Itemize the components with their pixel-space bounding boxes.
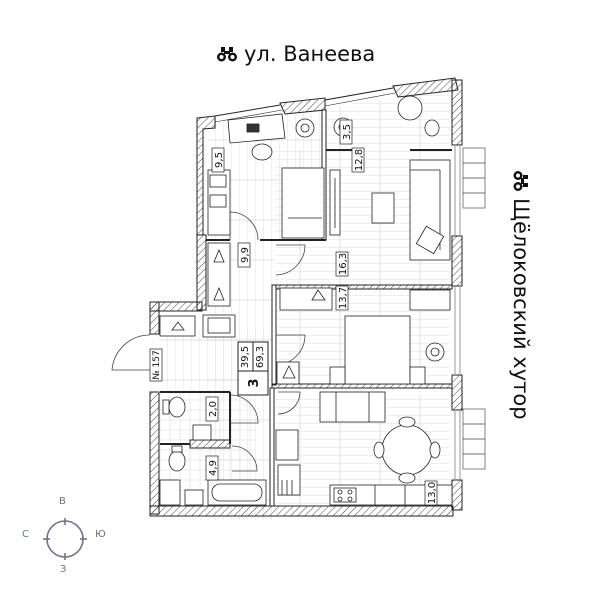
- door-arcs: [111, 211, 306, 472]
- area-kitchen: 13,0: [427, 482, 438, 504]
- area-balcony: 3,5: [342, 124, 353, 140]
- compass-right: Ю: [95, 529, 106, 540]
- area-study: 9,5: [214, 152, 225, 168]
- area-wc: 2,0: [208, 401, 219, 417]
- compass-top: В: [59, 496, 66, 507]
- area-bathroom: 4,9: [208, 460, 219, 476]
- area-living-room: 16,3: [338, 253, 349, 275]
- room-area-labels: 9,5 3,5 12,8 9,9 16,3 13,7 2,0 4,9: [205, 119, 438, 506]
- area-bedroom: 13,7: [338, 287, 349, 309]
- area-living-nook: 12,8: [354, 149, 365, 171]
- street-label-right: Щёлоковский хутор: [503, 170, 533, 430]
- street-name-top: ул. Ванеева: [244, 42, 376, 66]
- furniture: [159, 95, 453, 506]
- svg-text:№ 157: № 157: [152, 350, 162, 379]
- living-area: 39,5: [240, 346, 251, 368]
- compass: В Ю З С: [20, 492, 130, 592]
- total-area: 69,3: [255, 346, 266, 368]
- apartment-info-box: 39,5 69,3 3: [237, 341, 269, 396]
- compass-ring-icon: [43, 518, 87, 560]
- room-count: 3: [247, 378, 262, 387]
- street-label-top: ул. Ванеева: [216, 42, 375, 66]
- outer-walls: [149, 77, 486, 517]
- compass-left: С: [22, 529, 29, 540]
- area-corridor: 9,9: [240, 247, 251, 263]
- binoculars-icon: [217, 47, 237, 62]
- binoculars-icon: [513, 171, 528, 191]
- compass-bottom: З: [60, 564, 67, 575]
- apartment-number: № 157: [149, 348, 163, 382]
